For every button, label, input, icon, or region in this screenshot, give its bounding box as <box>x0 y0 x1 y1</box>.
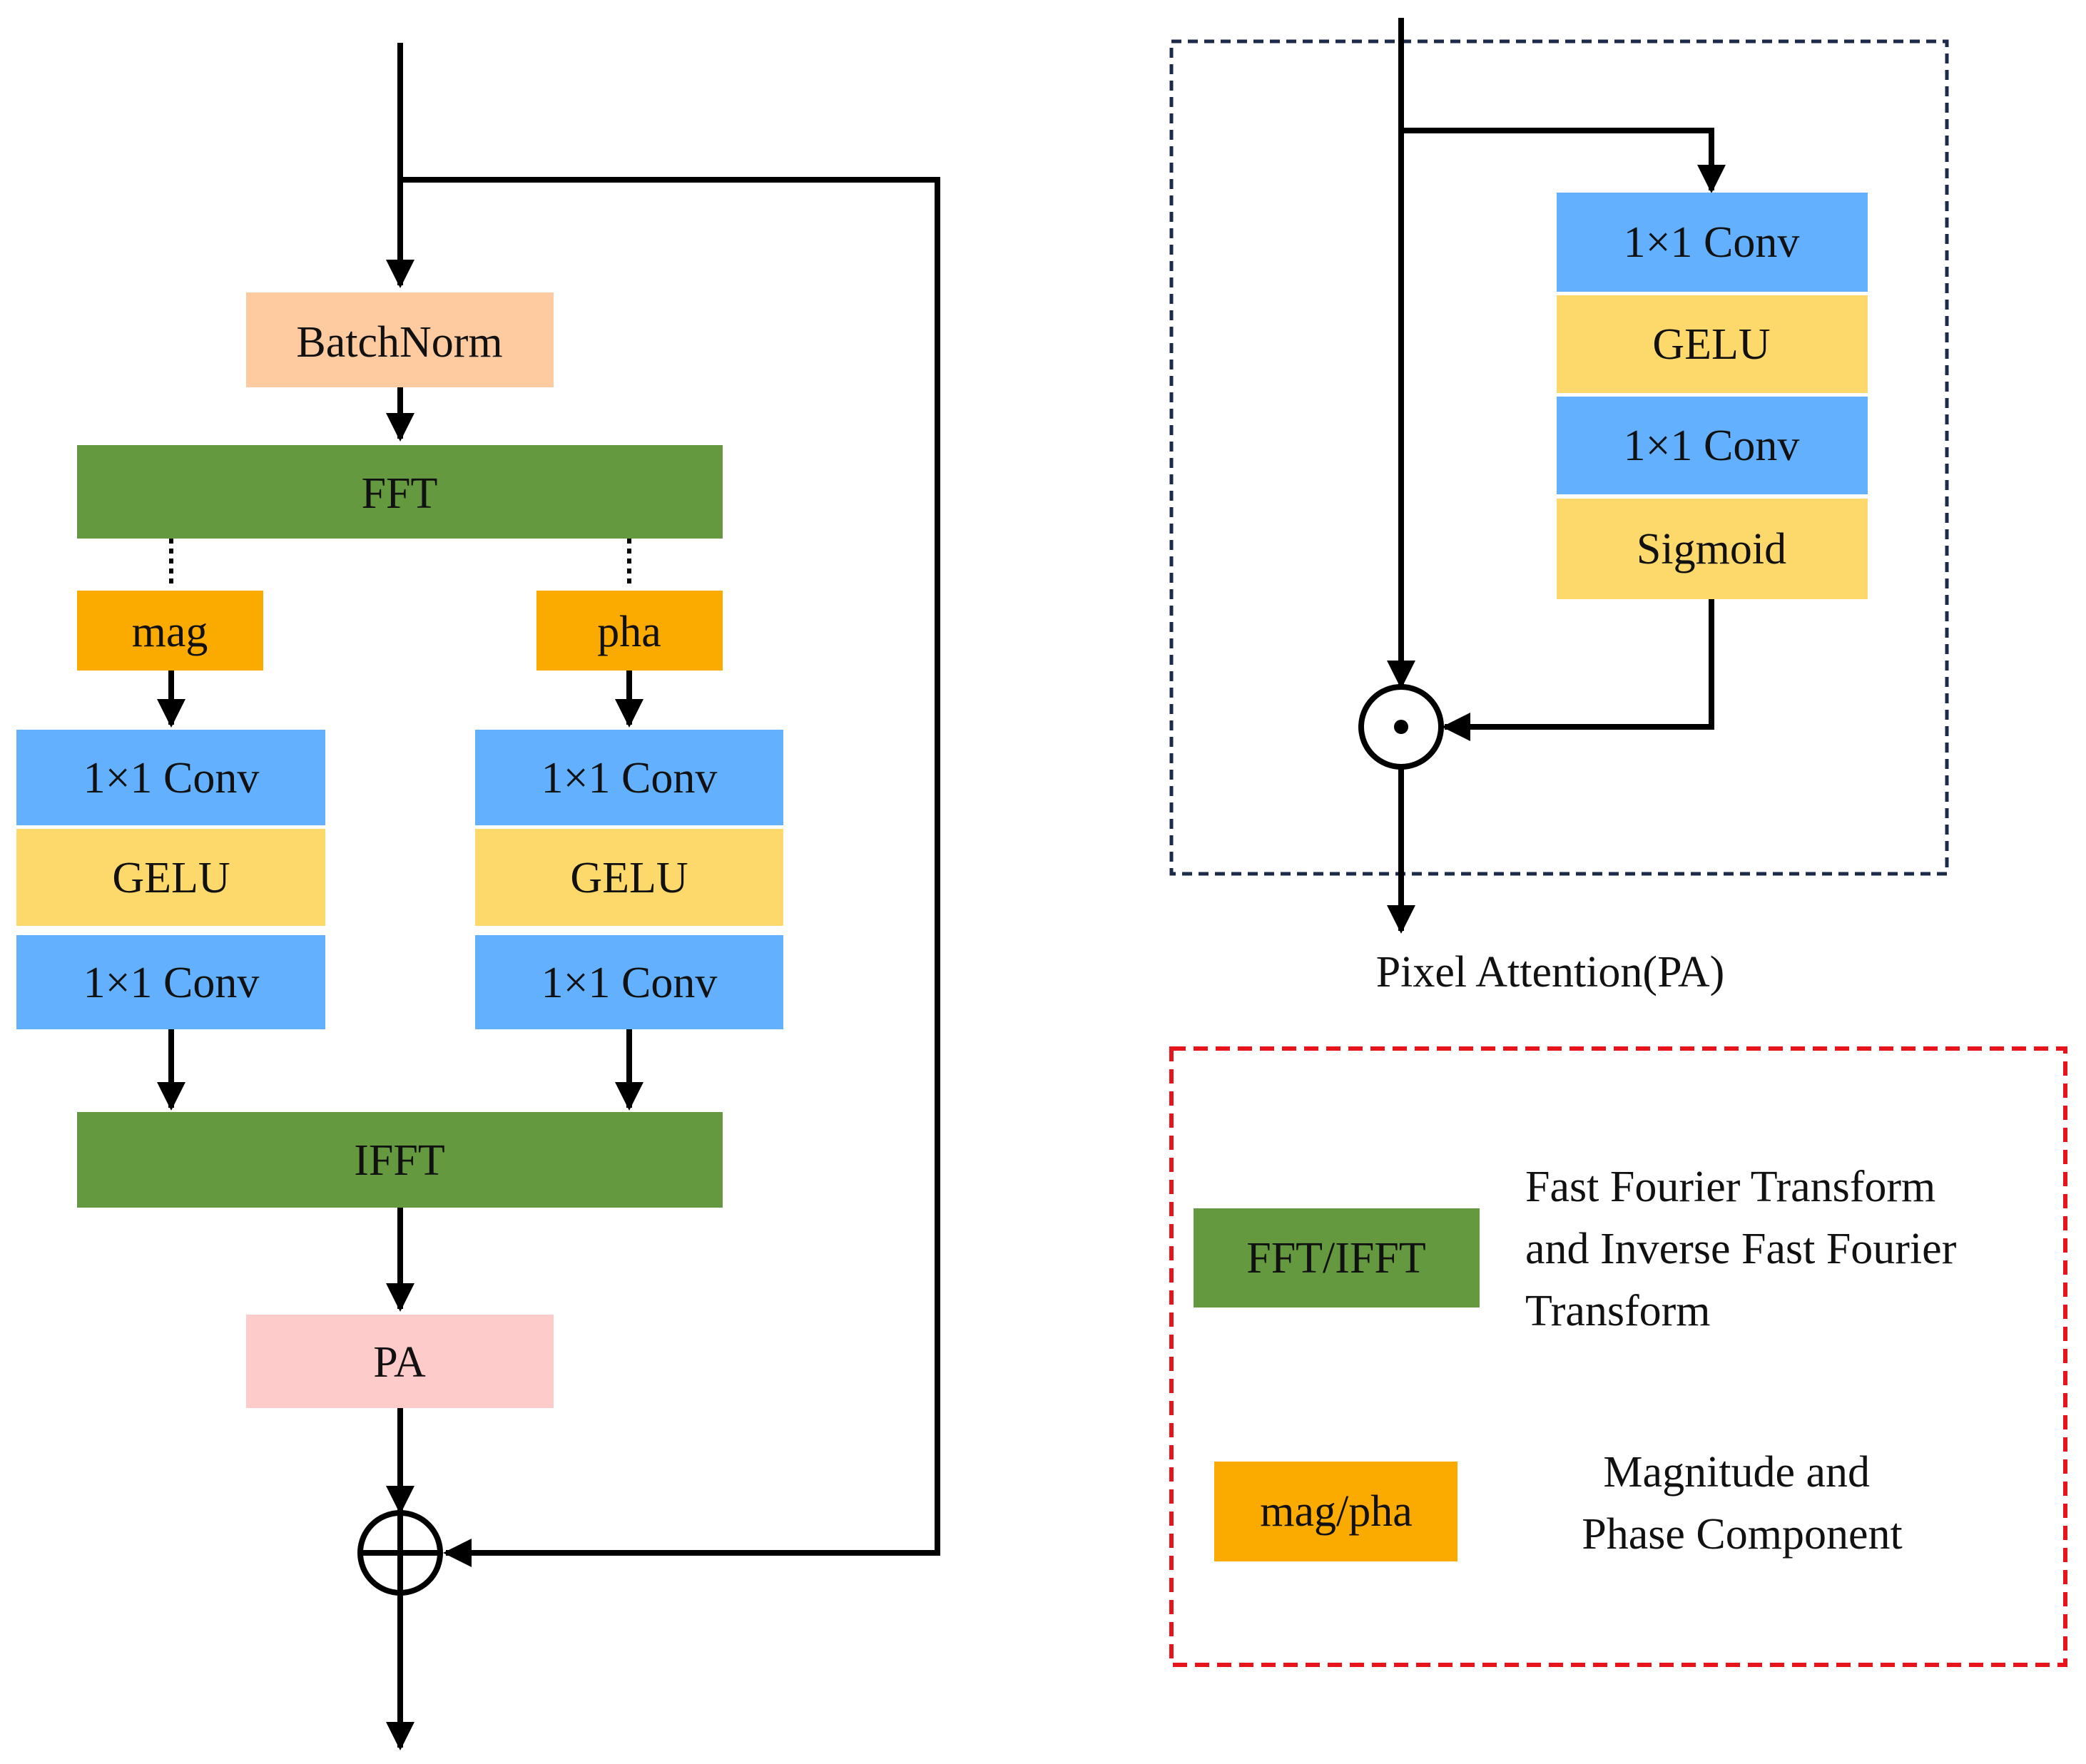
mag-label: mag <box>132 608 208 656</box>
ifft-block <box>77 1112 723 1208</box>
pha-conv1-label: 1×1 Conv <box>541 754 718 802</box>
pa-gelu-label: GELU <box>1652 320 1770 369</box>
pa-sigmoid-block <box>1557 499 1868 599</box>
elementwise-multiply-icon <box>1358 684 1444 770</box>
legend-mag-swatch <box>1214 1462 1457 1561</box>
mag-gelu-block <box>16 829 325 926</box>
pa-label: PA <box>373 1338 426 1387</box>
legend-fft-description: Fast Fourier Transform and Inverse Fast … <box>1525 1148 1968 1335</box>
pa-module-caption: Pixel Attention(PA) <box>1376 948 1725 996</box>
legend-mag-desc-line-2: Phase Component <box>1582 1510 1902 1559</box>
legend-fft-desc-line-2: and Inverse Fast Fourier <box>1525 1225 1957 1273</box>
legend-fft-desc-line-3: Transform <box>1525 1287 1711 1335</box>
batchnorm-block <box>246 292 554 387</box>
legend-mag-description: Magnitude and Phase Component <box>1582 1434 1902 1559</box>
main-pipeline: BatchNorm FFT mag pha 1×1 Conv GELU 1×1 … <box>16 43 940 1750</box>
pa-conv1-block <box>1557 193 1868 292</box>
legend-border <box>1169 1046 2067 1667</box>
pa-sigmoid-to-multiply <box>1442 599 1714 741</box>
pha-gelu-label: GELU <box>570 854 688 902</box>
fft-block <box>77 445 723 539</box>
pa-conv1-label: 1×1 Conv <box>1624 218 1800 267</box>
mag-conv1-label: 1×1 Conv <box>83 754 260 802</box>
elementwise-add-icon <box>357 1510 443 1596</box>
residual-skip-connection <box>400 177 940 1567</box>
pa-sigmoid-label: Sigmoid <box>1637 525 1786 573</box>
pixel-attention-module: 1×1 Conv GELU 1×1 Conv Sigmoid Pixel Att… <box>1169 18 1949 996</box>
pa-branch-to-conv <box>1401 128 1726 193</box>
mag-conv1-block <box>16 730 325 825</box>
pa-block <box>246 1315 554 1408</box>
pha-conv1-block <box>475 730 783 825</box>
pa-connectors <box>1387 18 1726 934</box>
pha-block <box>536 591 723 671</box>
legend: FFT/IFFT Fast Fourier Transform and Inve… <box>1169 1046 2067 1667</box>
legend-fft-swatch-label: FFT/IFFT <box>1246 1234 1426 1283</box>
fft-label: FFT <box>362 469 438 518</box>
pa-conv2-block <box>1557 397 1868 494</box>
legend-mag-swatch-label: mag/pha <box>1260 1487 1413 1536</box>
mag-gelu-label: GELU <box>112 854 230 902</box>
pha-gelu-block <box>475 829 783 926</box>
mag-conv2-label: 1×1 Conv <box>83 959 260 1007</box>
ifft-label: IFFT <box>354 1136 444 1185</box>
mag-conv2-block <box>16 935 325 1029</box>
pha-conv2-block <box>475 935 783 1029</box>
legend-fft-desc-line-1: Fast Fourier Transform <box>1525 1163 1935 1211</box>
mag-block <box>77 591 263 671</box>
legend-mag-desc-line-1: Magnitude and <box>1603 1448 1870 1497</box>
pa-gelu-block <box>1557 295 1868 393</box>
pha-conv2-label: 1×1 Conv <box>541 959 718 1007</box>
legend-fft-swatch <box>1194 1208 1480 1307</box>
pha-label: pha <box>597 608 661 656</box>
pa-conv2-label: 1×1 Conv <box>1624 422 1800 470</box>
batchnorm-label: BatchNorm <box>296 318 502 367</box>
main-connectors <box>157 43 940 1750</box>
pha-branch: 1×1 Conv GELU 1×1 Conv <box>475 730 783 1029</box>
mag-branch: 1×1 Conv GELU 1×1 Conv <box>16 730 325 1029</box>
